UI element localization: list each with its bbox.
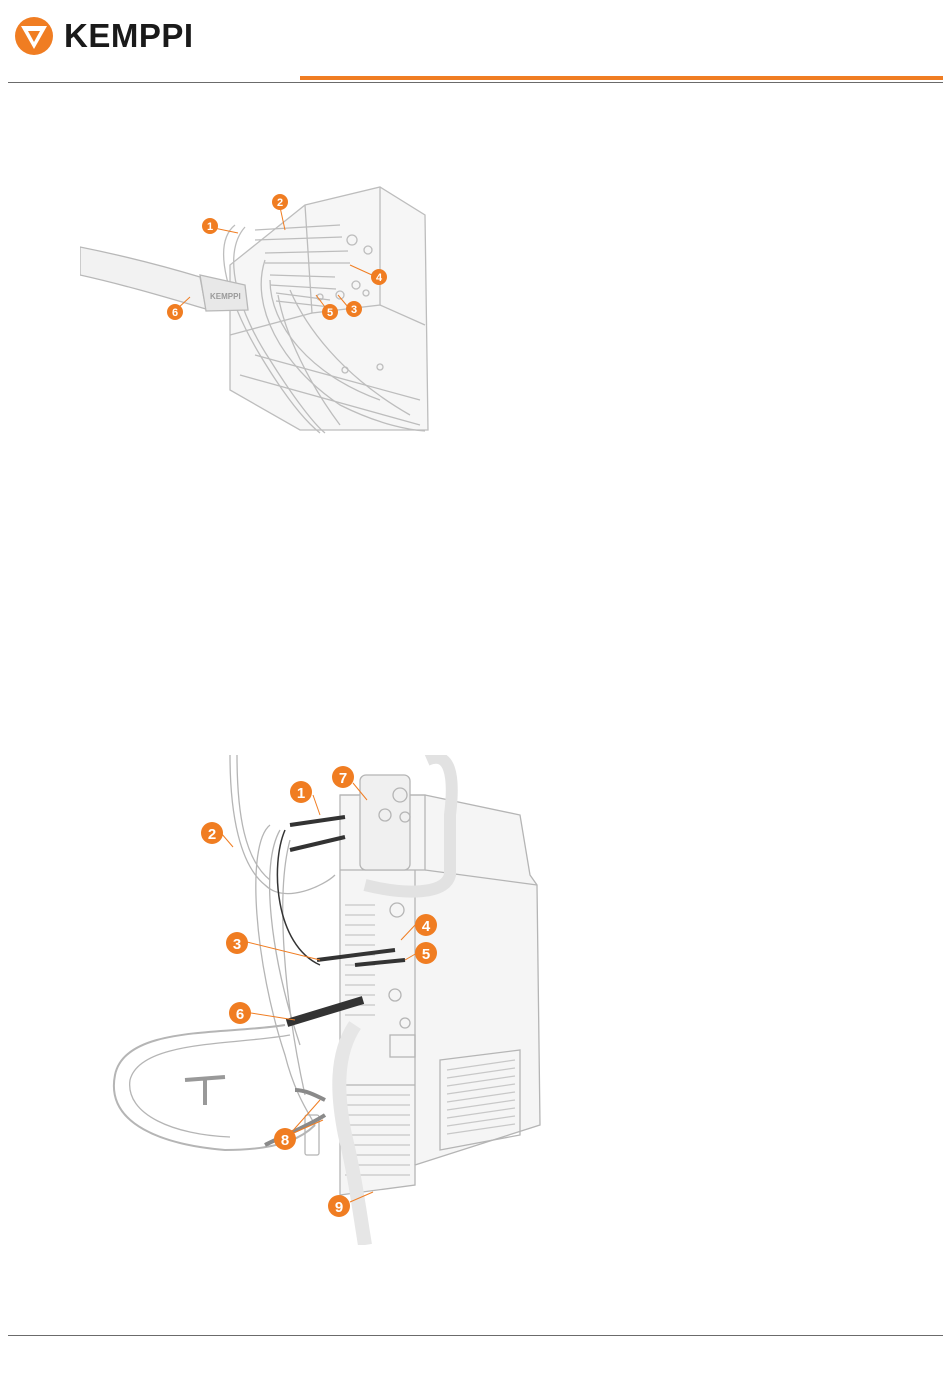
header-accent-line — [300, 76, 943, 80]
svg-text:4: 4 — [422, 918, 431, 935]
svg-text:6: 6 — [172, 307, 178, 319]
page-header: KEMPPI — [0, 0, 950, 90]
svg-text:2: 2 — [208, 826, 216, 843]
svg-text:3: 3 — [351, 304, 357, 316]
svg-text:1: 1 — [207, 221, 213, 233]
svg-text:7: 7 — [339, 770, 347, 787]
callout-top-2: 2 — [272, 194, 288, 210]
svg-text:4: 4 — [376, 272, 383, 284]
callout-bottom-1: 1 — [290, 781, 312, 803]
rear-panel-figure: 1 2 3 4 5 6 7 8 9 — [105, 755, 550, 1245]
svg-text:5: 5 — [422, 946, 430, 963]
rear-panel-illustration: 1 2 3 4 5 6 7 8 9 — [105, 755, 550, 1245]
svg-text:6: 6 — [236, 1006, 244, 1023]
brand-name: KEMPPI — [64, 14, 194, 58]
callout-top-4: 4 — [371, 269, 387, 285]
kemppi-logo: KEMPPI — [14, 14, 214, 58]
callout-top-3: 3 — [346, 301, 362, 317]
svg-text:3: 3 — [233, 936, 241, 953]
footer-divider — [8, 1335, 943, 1336]
connector-closeup-illustration: KEMPPI 1 2 3 4 5 6 — [80, 185, 430, 435]
callout-bottom-8: 8 — [274, 1128, 296, 1150]
svg-text:2: 2 — [277, 197, 283, 209]
svg-text:5: 5 — [327, 307, 333, 319]
svg-text:1: 1 — [297, 785, 305, 802]
callout-bottom-7: 7 — [332, 766, 354, 788]
cable-brand-label: KEMPPI — [210, 292, 241, 301]
callout-top-1: 1 — [202, 218, 218, 234]
connector-closeup-figure: KEMPPI 1 2 3 4 5 6 — [80, 185, 430, 435]
kemppi-triangle-icon — [14, 14, 54, 58]
header-divider — [8, 82, 943, 83]
callout-bottom-5: 5 — [415, 942, 437, 964]
svg-text:8: 8 — [281, 1132, 289, 1149]
callout-bottom-4: 4 — [415, 914, 437, 936]
callout-bottom-9: 9 — [328, 1195, 350, 1217]
callout-top-6: 6 — [167, 304, 183, 320]
svg-text:9: 9 — [335, 1199, 343, 1216]
callout-bottom-6: 6 — [229, 1002, 251, 1024]
callout-bottom-2: 2 — [201, 822, 223, 844]
callout-top-5: 5 — [322, 304, 338, 320]
callout-bottom-3: 3 — [226, 932, 248, 954]
